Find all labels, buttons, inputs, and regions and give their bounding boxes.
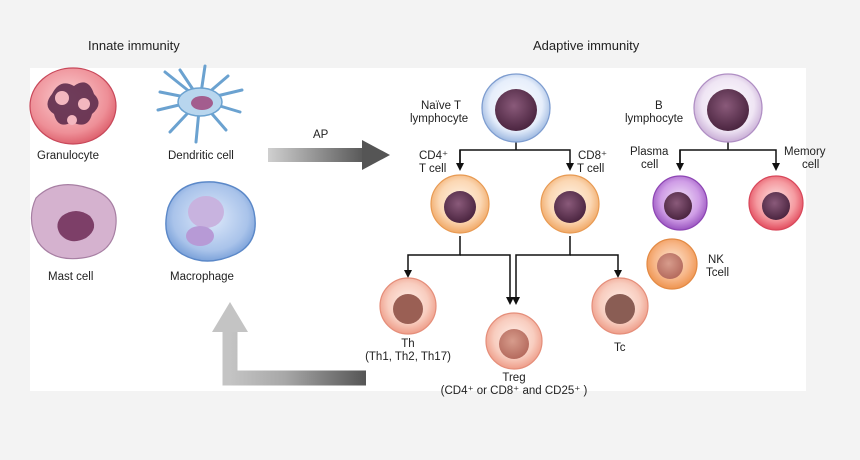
granulocyte-cell: [29, 67, 117, 145]
plasma-label-line2: cell: [641, 159, 659, 171]
macrophage-label: Macrophage: [170, 271, 234, 283]
mast-cell-label: Mast cell: [48, 271, 94, 283]
cd8-label-line1: CD8⁺: [578, 150, 608, 162]
nk-label-line2: Tcell: [706, 267, 730, 279]
naive-t-label-line2: lymphocyte: [410, 113, 469, 125]
cd8-label-line2: T cell: [577, 163, 605, 175]
plasma-label-line1: Plasma: [630, 146, 669, 158]
naive-t-lymphocyte-cell: [481, 73, 551, 143]
b-label-line1: B: [655, 100, 663, 112]
treg-cell: [485, 312, 543, 370]
mast-cell: [30, 184, 117, 260]
dendritic-cell: [156, 64, 244, 144]
cd8-t-cell: [540, 174, 600, 234]
cd4-label-line2: T cell: [419, 163, 447, 175]
adaptive-connectors: [404, 136, 780, 305]
memory-label-line2: cell: [802, 159, 820, 171]
plasma-cell: [652, 175, 708, 231]
adaptive-immunity-heading: Adaptive immunity: [533, 38, 640, 53]
th-label-line1: Th: [401, 338, 415, 350]
dendritic-cell-label: Dendritic cell: [168, 150, 234, 162]
feedback-arrow: [212, 302, 366, 386]
memory-cell: [748, 175, 804, 231]
memory-label-line1: Memory: [784, 146, 826, 158]
ap-label: AP: [313, 129, 329, 141]
macrophage-cell: [165, 181, 256, 262]
ap-arrow: [268, 140, 390, 170]
innate-immunity-heading: Innate immunity: [88, 38, 180, 53]
tc-cell: [591, 277, 649, 335]
cd4-label-line1: CD4⁺: [419, 150, 449, 162]
b-label-line2: lymphocyte: [625, 113, 684, 125]
b-lymphocyte-cell: [693, 73, 763, 143]
th-cell: [379, 277, 437, 335]
nk-t-cell: [646, 238, 698, 290]
naive-t-label-line1: Naïve T: [421, 100, 462, 112]
cd4-t-cell: [430, 174, 490, 234]
treg-label-line1: Treg: [502, 372, 526, 384]
granulocyte-label: Granulocyte: [37, 150, 100, 162]
th-label-line2: (Th1, Th2, Th17): [365, 351, 451, 363]
nk-label-line1: NK: [708, 254, 724, 266]
tc-label: Tc: [614, 342, 626, 354]
treg-label-line2: (CD4⁺ or CD8⁺ and CD25⁺ ): [440, 385, 588, 397]
